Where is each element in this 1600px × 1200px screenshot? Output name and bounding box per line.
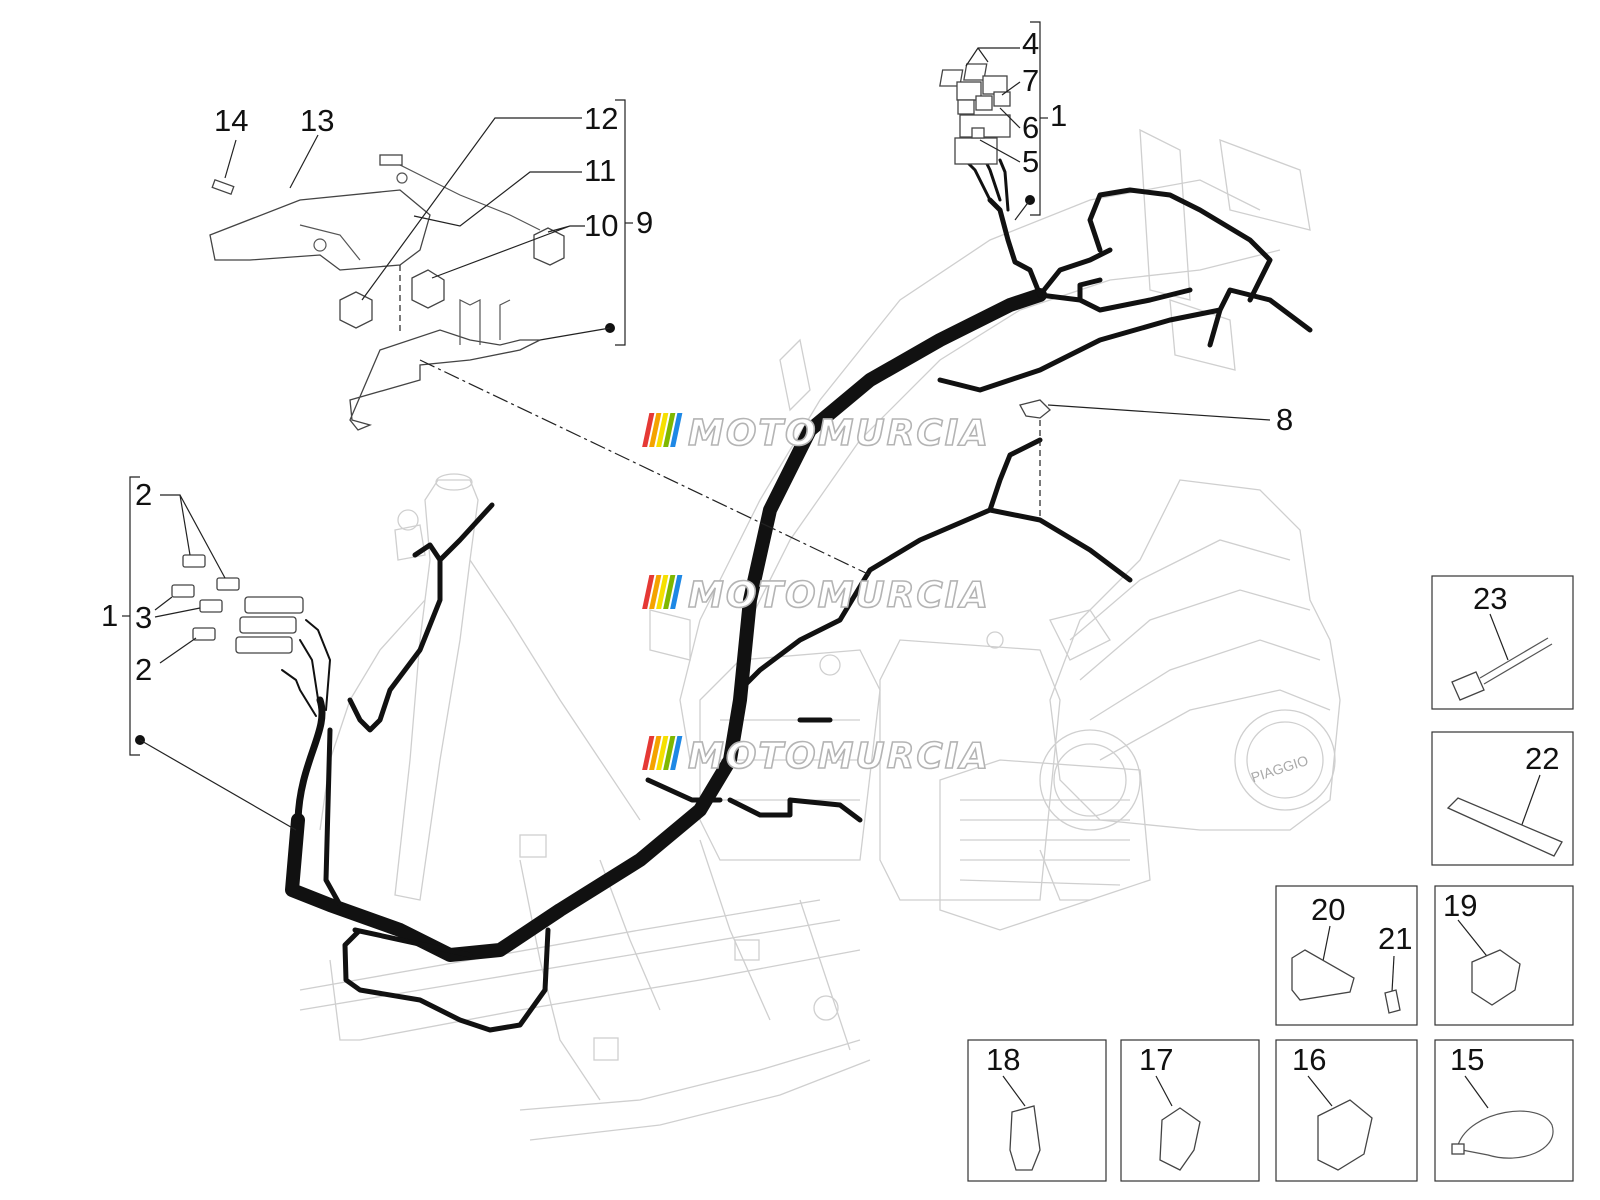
- watermark-stripe: [656, 413, 669, 447]
- watermark-stripe: [663, 413, 676, 447]
- scooter-frame-drawing: PIAGGIO: [299, 128, 1341, 1141]
- box-21-label: 21: [1378, 921, 1412, 956]
- box-20-label: 20: [1311, 892, 1345, 927]
- callout-4: 4: [1022, 26, 1039, 61]
- main-wiring-harness: [281, 158, 1313, 1033]
- callout-8: 8: [1276, 402, 1293, 437]
- callout-labels: 4 7 6 5 1 14 13 12 11 10 9 8 2 1 3 2: [101, 26, 1293, 687]
- watermark-stripe: [642, 736, 655, 770]
- sleeve-icon: [1446, 797, 1563, 857]
- callout-7: 7: [1022, 63, 1039, 98]
- watermark-text: MOTOMURCIA: [688, 575, 990, 616]
- box-23-label: 23: [1473, 581, 1507, 616]
- screw-icon: [1384, 989, 1401, 1014]
- part-box-22[interactable]: 22: [1431, 731, 1574, 866]
- bracket-part-8: [1019, 399, 1051, 419]
- callout-14: 14: [214, 103, 248, 138]
- cable-clip-icon: [1471, 949, 1521, 1006]
- box-17-label: 17: [1139, 1042, 1173, 1077]
- box-22-label: 22: [1525, 741, 1559, 776]
- callout-13: 13: [300, 103, 334, 138]
- watermark-bottom: MOTOMURCIA: [642, 735, 990, 778]
- front-connectors-group: [171, 554, 304, 654]
- watermark-stripe: [670, 413, 683, 447]
- watermark-stripe: [663, 736, 676, 770]
- watermark-stripe: [649, 413, 662, 447]
- watermark-middle: MOTOMURCIA: [642, 574, 990, 617]
- watermark-stripe: [670, 575, 683, 609]
- cable-tie-icon: [1457, 1110, 1554, 1159]
- clip-icon: [1009, 1105, 1041, 1171]
- callout-9: 9: [636, 205, 653, 240]
- engine-badge: PIAGGIO: [1249, 752, 1310, 786]
- callout-2-bottom: 2: [135, 652, 152, 687]
- part-box-20-21[interactable]: 20 21: [1275, 885, 1418, 1026]
- watermark-stripe: [642, 575, 655, 609]
- box-19-label: 19: [1443, 888, 1477, 923]
- box-16-label: 16: [1292, 1042, 1326, 1077]
- clamp-icon: [1291, 949, 1355, 1001]
- fuse-box-assembly: [939, 63, 1011, 165]
- watermark-stripe: [649, 736, 662, 770]
- box-18-label: 18: [986, 1042, 1020, 1077]
- watermark-stripe: [649, 575, 662, 609]
- watermark-stripe: [656, 575, 669, 609]
- callout-5: 5: [1022, 144, 1039, 179]
- part-box-19[interactable]: 19: [1434, 885, 1574, 1026]
- callout-1-top: 1: [1050, 98, 1067, 133]
- watermark-top: MOTOMURCIA: [642, 412, 990, 455]
- watermark-stripe: [656, 736, 669, 770]
- part-box-16[interactable]: 16: [1275, 1039, 1418, 1182]
- callout-3: 3: [135, 600, 152, 635]
- callout-11: 11: [584, 153, 616, 188]
- double-clip-icon: [1317, 1099, 1373, 1171]
- callout-1-left: 1: [101, 598, 118, 633]
- holder-clip-icon: [1159, 1107, 1201, 1171]
- watermark-text: MOTOMURCIA: [688, 736, 990, 777]
- box-15-label: 15: [1450, 1042, 1484, 1077]
- callout-leaders: [122, 21, 1271, 831]
- callout-2-top: 2: [135, 477, 152, 512]
- handlebar-harness-group: [209, 154, 565, 431]
- watermark-stripe: [663, 575, 676, 609]
- part-box-15[interactable]: 15: [1434, 1039, 1574, 1182]
- watermark-stripe: [642, 413, 655, 447]
- part-box-23[interactable]: 23: [1431, 575, 1574, 710]
- callout-10: 10: [584, 208, 618, 243]
- watermark-text: MOTOMURCIA: [688, 413, 990, 454]
- connector-icon: [1451, 671, 1485, 701]
- part-box-18[interactable]: 18: [967, 1039, 1107, 1182]
- callout-6: 6: [1022, 110, 1039, 145]
- callout-12: 12: [584, 101, 618, 136]
- part-box-17[interactable]: 17: [1120, 1039, 1260, 1182]
- watermark-stripe: [670, 736, 683, 770]
